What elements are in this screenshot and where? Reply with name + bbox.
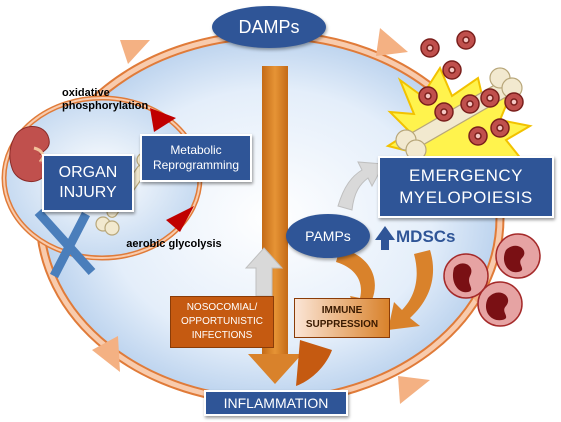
organ-injury-box: ORGAN INJURY — [42, 154, 134, 212]
metabolic-reprogramming-box: Metabolic Reprogramming — [140, 134, 252, 182]
inflammation-box: INFLAMMATION — [204, 390, 348, 416]
oxidative-triangle — [150, 108, 176, 132]
emergency-myelopoiesis-box: EMERGENCY MYELOPOIESIS — [378, 156, 554, 218]
damps-inflammation-arrow — [248, 66, 302, 384]
cell-icon — [443, 233, 541, 327]
cross-icon — [34, 208, 96, 279]
virus-icon — [418, 30, 524, 146]
nosocomial-infections-box: NOSOCOMIAL/ OPPORTUNISTIC INFECTIONS — [170, 296, 274, 348]
up-arrow-icon — [375, 226, 395, 250]
aerobic-glycolysis-label: aerobic glycolysis — [126, 238, 222, 250]
immune-suppression-box: IMMUNE SUPPRESSION — [294, 298, 390, 338]
mdscs-label: MDSCs — [396, 227, 456, 246]
damps-label: DAMPs — [212, 6, 326, 48]
glycolysis-triangle — [166, 206, 194, 232]
pamps-label: PAMPs — [286, 214, 370, 258]
oxidative-phosphorylation-label: oxidative phosphorylation — [62, 87, 149, 112]
